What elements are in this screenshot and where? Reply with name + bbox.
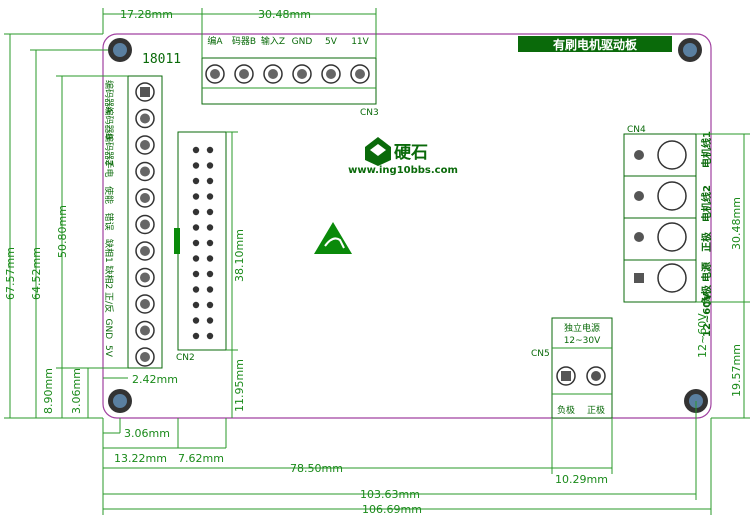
cn2-pin [192, 193, 200, 200]
cn2-pin [206, 208, 214, 216]
dim-78-50: 78.50mm [290, 462, 343, 475]
cn2-pin [206, 177, 214, 185]
left-pin-label: 编码器B [103, 107, 115, 140]
cn3-pin-label: GND [292, 37, 313, 47]
left-connector [127, 75, 163, 369]
left-pin-label: 5V [103, 345, 113, 358]
cn2-pin [206, 270, 214, 278]
cn3-pin-label: 编A [207, 35, 223, 47]
cn4-terminal-label: 正极 [700, 231, 713, 252]
cn3-pin-label: 11V [351, 37, 369, 47]
cn3-pin-label: 5V [325, 37, 338, 47]
cn3-connector [201, 57, 377, 105]
dim-17-28: 17.28mm [120, 8, 173, 21]
cn2-pin [192, 286, 200, 293]
cn4-terminal-label: 电机线2 [700, 185, 713, 222]
cn2-pin [192, 332, 200, 340]
dim-2-42: 2.42mm [132, 373, 178, 386]
cn5-pos-label: 正极 [587, 404, 605, 416]
left-pin-label: 错误 [103, 213, 115, 231]
cn2-pin [206, 224, 214, 231]
left-pin-label: 缺相2 [103, 266, 115, 290]
left-pin-label: 缺相1 [103, 239, 115, 263]
dim-64-52: 64.52mm [30, 247, 43, 300]
cn2-pin [192, 208, 200, 216]
cn2-pin [192, 301, 200, 309]
cn4-terminal-label: 电源 [700, 262, 713, 282]
cn2-pin [192, 270, 200, 278]
dim-50-80: 50.80mm [56, 205, 69, 258]
brand-logo [365, 137, 391, 166]
cn2-pin [192, 255, 200, 262]
cn3-pin-label: 码器B [232, 36, 256, 47]
cn4-terminal [657, 263, 687, 293]
cn4-terminal-label: 负极 [700, 284, 713, 305]
dim-12-60v: 12~60V [696, 313, 709, 358]
title-banner [518, 36, 672, 52]
cn2-pin [192, 317, 200, 324]
left-pin-label: 使能 [103, 186, 115, 204]
cn2-pin [206, 317, 214, 324]
cn2-pin [192, 146, 200, 154]
cn2-pin [192, 162, 200, 169]
left-pin-label: 手电 [103, 160, 115, 178]
power-range-label: 12~60V [702, 293, 713, 337]
brand-name: 硬石 [394, 143, 428, 163]
cn2-pin [206, 286, 214, 293]
dim-10-29: 10.29mm [555, 473, 608, 486]
dim-38-10: 38.10mm [233, 229, 246, 282]
cn4-terminal [657, 222, 687, 252]
dim-7-62: 7.62mm [178, 452, 224, 465]
cn3-pin-label: 输入Z [261, 35, 285, 47]
dim-11-95: 11.95mm [233, 359, 246, 412]
cn2-pin [206, 332, 214, 340]
dim-30-48-right: 30.48mm [730, 197, 743, 250]
cn2-label: CN2 [176, 353, 195, 363]
cn5-title-line1: 独立电源 [564, 322, 600, 334]
cn2-pin [206, 146, 214, 154]
cn2-pin [206, 193, 214, 200]
dim-13-22: 13.22mm [114, 452, 167, 465]
cn2-pin [206, 162, 214, 169]
left-pin-label: 编码器Z [103, 133, 115, 166]
dim-30-48-top: 30.48mm [258, 8, 311, 21]
dim-3-06-left: 3.06mm [70, 368, 83, 414]
board-title: 有刷电机驱动板 [553, 37, 638, 52]
dim-8-90: 8.90mm [42, 368, 55, 414]
cn2-pin [192, 239, 200, 247]
cn5-neg-label: 负极 [557, 404, 575, 416]
website: www.ing10bbs.com [348, 165, 458, 176]
dim-106-69: 106.69mm [362, 503, 422, 516]
cn2-pin [192, 224, 200, 231]
cn4-terminal [657, 140, 687, 170]
left-pin-label: 编码器A [103, 80, 115, 114]
esd-warning-icon [314, 222, 352, 254]
cn5-connector [551, 317, 613, 419]
cn2-pin [192, 177, 200, 185]
dim-19-57: 19.57mm [730, 344, 743, 397]
cn2-pin [206, 239, 214, 247]
cn2-pin [206, 255, 214, 262]
cn2-header [174, 131, 227, 351]
dim-3-06-bottom: 3.06mm [124, 427, 170, 440]
cn3-label: CN3 [360, 108, 379, 118]
cn2-pin [206, 301, 214, 309]
model-number: 18011 [142, 52, 181, 67]
left-pin-label: GND [103, 319, 113, 340]
dim-67-57: 67.57mm [4, 247, 17, 300]
dimension-lines [4, 8, 750, 515]
left-pin-label: 正/反 [103, 292, 114, 313]
cn4-terminal-label: 电机线1 [700, 131, 713, 168]
cn4-label: CN4 [627, 125, 646, 135]
dim-103-63: 103.63mm [360, 488, 420, 501]
cn5-title-line2: 12~30V [564, 336, 601, 346]
cn4-connector [623, 133, 697, 303]
cn5-label: CN5 [531, 349, 550, 359]
cn4-terminal [657, 181, 687, 211]
